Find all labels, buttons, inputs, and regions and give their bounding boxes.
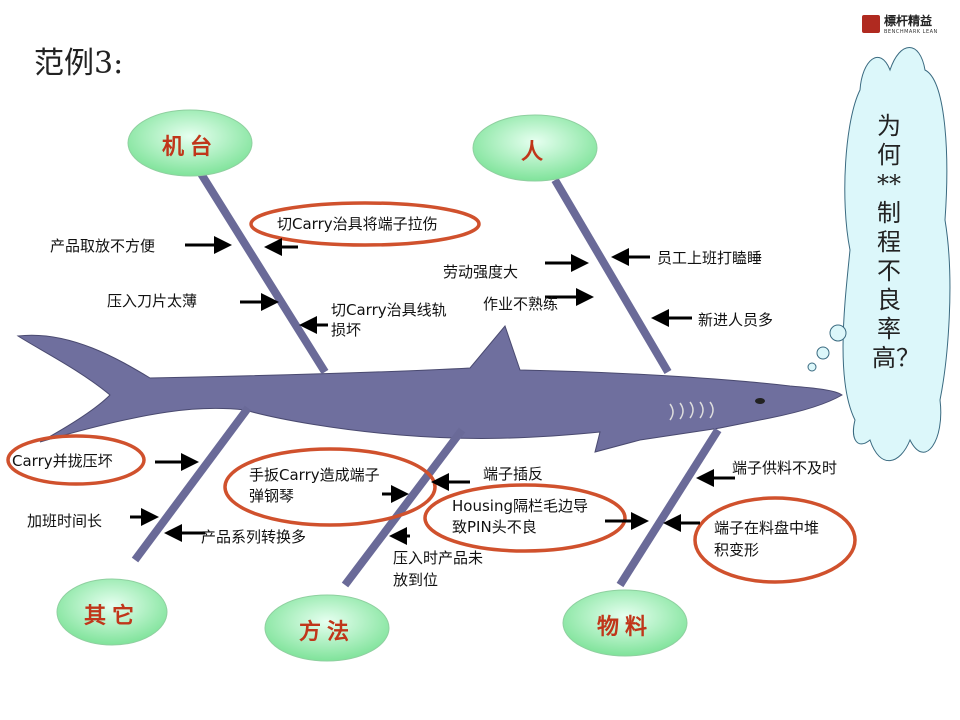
cause-text: 致PIN头不良 <box>452 518 537 536</box>
cause-text: 新进人员多 <box>698 311 774 329</box>
cause-text: 作业不熟练 <box>483 295 559 313</box>
cause-text: 产品系列转换多 <box>201 528 307 546</box>
category-other: 其它 <box>83 603 140 629</box>
cause-text: Carry并拢压坏 <box>12 452 113 470</box>
bone-method <box>341 427 466 588</box>
shark-eye <box>755 398 765 404</box>
thought-bubble <box>816 346 830 360</box>
cause-text: 端子插反 <box>483 465 544 483</box>
cause-text: Housing隔栏毛边导 <box>452 497 588 515</box>
thought-bubble <box>807 362 817 372</box>
logo-en: BENCHMARK LEAN <box>884 29 938 35</box>
bone-other <box>131 405 252 563</box>
highlight-ovals <box>6 201 857 584</box>
shark-body <box>16 324 843 453</box>
cause-text: 积变形 <box>714 541 760 559</box>
category-machine: 机台 <box>161 134 218 160</box>
cause-text: 弹钢琴 <box>249 487 295 505</box>
category-people: 人 <box>520 139 549 165</box>
cause-text: 压入刀片太薄 <box>107 292 198 310</box>
shark-gills <box>669 401 714 421</box>
thought-bubble <box>829 324 847 342</box>
cause-arrows <box>130 236 735 545</box>
logo-icon <box>862 14 880 33</box>
cause-text: 压入时产品未 <box>393 549 484 567</box>
bone-machine <box>196 169 329 375</box>
thought-cloud <box>807 47 951 462</box>
page-title: 范例3: <box>34 46 124 81</box>
cause-text: 劳动强度大 <box>443 263 519 281</box>
logo-cn: 標杆精益 <box>884 14 933 28</box>
cause-text: 端子在料盘中堆 <box>714 519 820 537</box>
cause-text: 切Carry治具线轨 <box>331 301 447 319</box>
category-material: 物料 <box>596 614 653 640</box>
bones <box>131 169 722 588</box>
cause-text: 放到位 <box>393 571 439 589</box>
cause-text: 产品取放不方便 <box>50 237 156 255</box>
bone-material <box>616 427 722 588</box>
category-method: 方法 <box>298 619 355 645</box>
cause-text: 切Carry治具将端子拉伤 <box>277 215 438 233</box>
company-logo: 標杆精益 BENCHMARK LEAN <box>862 12 938 35</box>
cause-text: 手扳Carry造成端子 <box>249 466 380 484</box>
cause-text: 加班时间长 <box>27 512 103 530</box>
category-ovals <box>56 109 688 662</box>
bone-people <box>551 177 672 375</box>
problem-statement: 为何**制程不良率高？ <box>872 112 920 372</box>
cause-text: 损坏 <box>331 321 362 339</box>
cause-text: 端子供料不及时 <box>732 459 838 477</box>
cause-text: 员工上班打瞌睡 <box>657 249 763 267</box>
